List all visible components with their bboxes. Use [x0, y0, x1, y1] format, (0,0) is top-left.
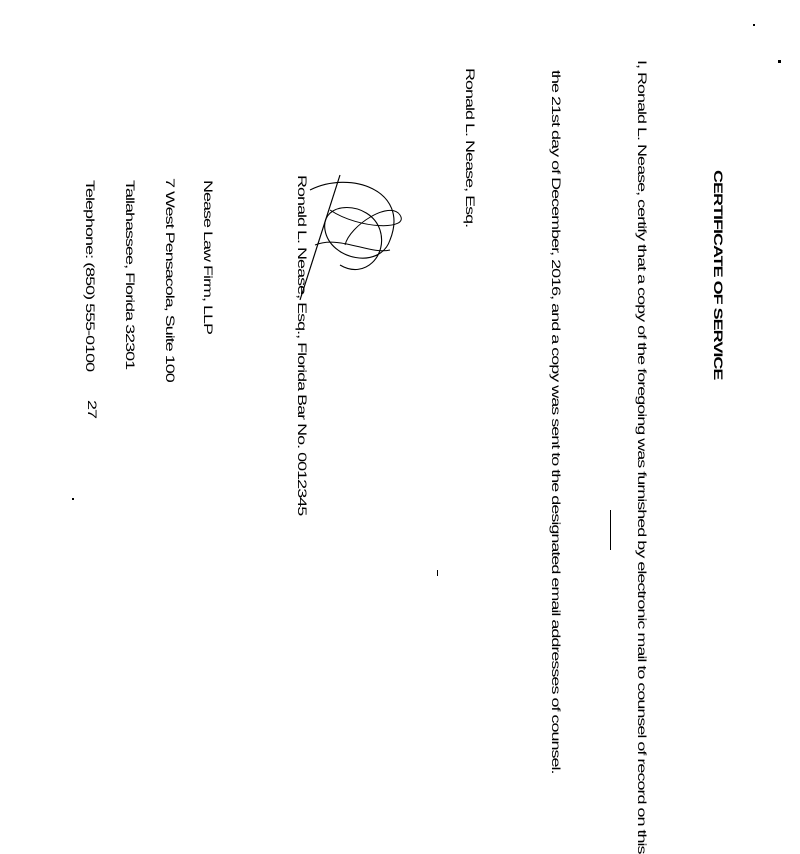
firm-line-4: Telephone: (850) 555-0100 [83, 180, 97, 372]
body-line-3: Ronald L. Nease, Esq. [463, 68, 477, 228]
signature-caption: Ronald L. Nease, Esq., Florida Bar No. 0… [295, 175, 309, 516]
body-line-2: the 21st day of December, 2016, and a co… [549, 70, 563, 774]
firm-line-1: Nease Law Firm, LLP [201, 180, 215, 335]
document-title: CERTIFICATE OF SERVICE [711, 170, 725, 380]
scan-speck [72, 498, 74, 500]
body-line-1: I, Ronald L. Nease, certify that a copy … [635, 60, 649, 854]
scan-speck [778, 60, 781, 63]
scanned-page: CERTIFICATE OF SERVICE I, Ronald L. Neas… [72, 24, 781, 854]
scan-speck [437, 570, 438, 576]
signature-image [299, 174, 402, 301]
page-number: 27 [85, 400, 99, 419]
scan-speck [753, 24, 755, 26]
firm-line-3: Tallahassee, Florida 32301 [123, 180, 137, 370]
scan-edge-mark [610, 510, 611, 550]
firm-line-2: 7 West Pensacola, Suite 100 [163, 178, 177, 382]
